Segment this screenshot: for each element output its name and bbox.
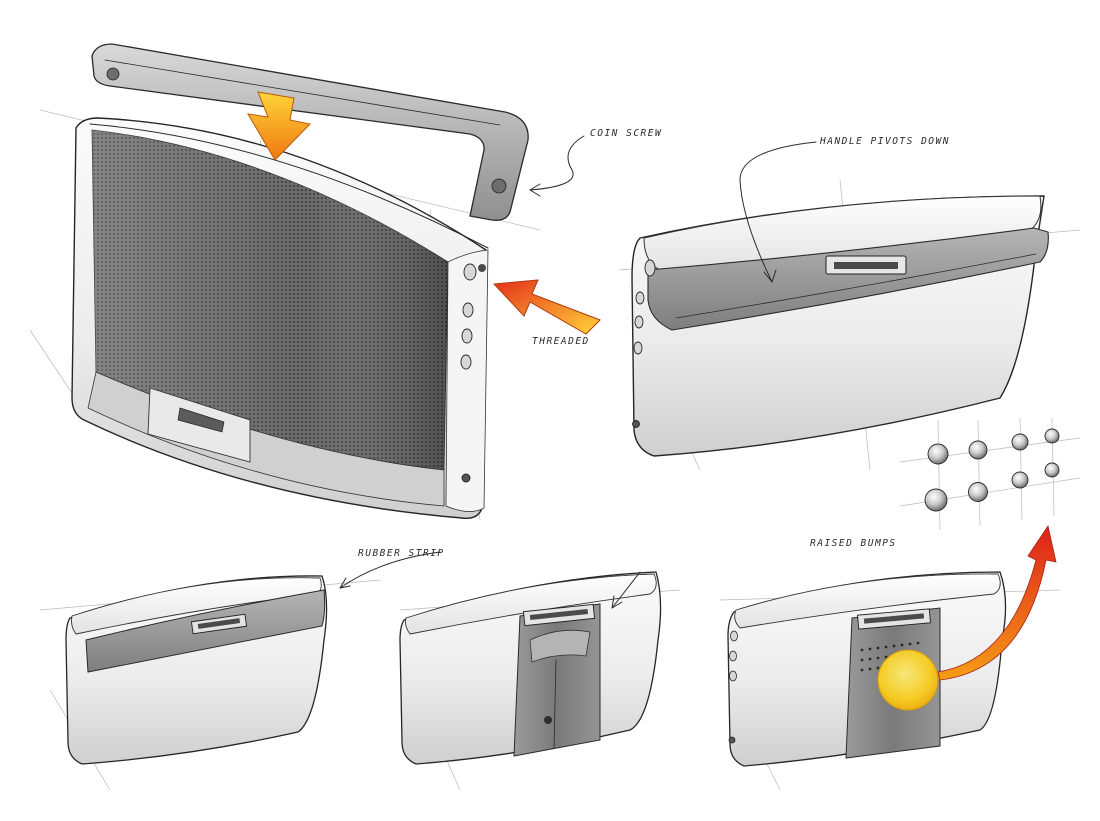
handle-folded-view: HANDLE PIVOTS DOWN	[619, 136, 1081, 471]
bump-sphere-icon	[1044, 462, 1060, 478]
folded-handle	[647, 227, 1049, 331]
power-button-icon	[463, 263, 477, 281]
volume-up-button-icon	[462, 302, 474, 318]
exploded-handle-view: COIN SCREW THREADED	[29, 43, 662, 521]
coin-screw-icon	[106, 67, 120, 81]
insert-arrow-icon	[492, 279, 601, 335]
raised-bumps-view: RAISED BUMPS	[719, 524, 1061, 791]
rubber-strip-label: RUBBER STRIP	[358, 548, 445, 559]
raised-bumps-label: RAISED BUMPS	[810, 538, 897, 549]
mode-button-icon	[460, 354, 472, 370]
detail-arrow-icon	[937, 524, 1057, 681]
volume-down-button-icon	[461, 328, 473, 344]
bump-sphere-icon	[927, 443, 949, 465]
threaded-label: THREADED	[532, 336, 590, 347]
center-panel	[513, 603, 601, 757]
aux-jack-icon	[728, 736, 736, 744]
bump-sphere-icon	[1011, 471, 1029, 489]
bump-sphere-icon	[1044, 428, 1060, 444]
carry-handle	[91, 43, 529, 221]
bump-sphere-icon	[968, 440, 988, 460]
power-button-icon	[644, 259, 656, 277]
handle-pivots-label: HANDLE PIVOTS DOWN	[819, 136, 950, 147]
side-control-buttons	[632, 259, 656, 428]
rubber-strip-view: RUBBER STRIP	[39, 548, 445, 791]
panel-button-icon	[544, 716, 552, 724]
down-arrow-icon	[247, 91, 311, 161]
speaker-body-large	[71, 117, 489, 519]
aux-jack-icon	[632, 420, 640, 428]
bump-sphere-icon	[968, 482, 988, 502]
coin-screw-icon	[491, 178, 507, 194]
aux-jack-icon	[461, 473, 471, 483]
bump-sphere-icon	[924, 488, 948, 512]
bump-highlight-icon	[877, 649, 939, 711]
side-control-buttons	[460, 263, 477, 483]
side-control-buttons	[728, 630, 738, 744]
coin-screw-label: COIN SCREW	[590, 128, 662, 139]
bump-sphere-icon	[1011, 433, 1029, 451]
bump-detail-sketches	[899, 417, 1081, 531]
center-panel-view	[399, 571, 681, 791]
